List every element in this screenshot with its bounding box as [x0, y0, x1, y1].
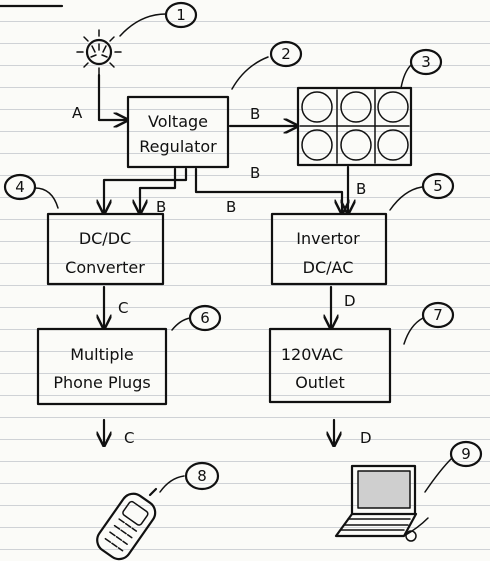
phone-plugs-block: Multiple Phone Plugs: [38, 329, 166, 404]
callout-6-label: 6: [200, 309, 210, 327]
callout-4-label: 4: [15, 178, 25, 196]
wire-label-c-upper: C: [118, 299, 128, 317]
wire-label-b-branch: B: [250, 164, 260, 182]
outlet-block: 120VAC Outlet: [270, 329, 390, 402]
callout-1: 1: [120, 3, 196, 36]
converter-label-line1: DC/DC: [79, 229, 131, 248]
plugs-label-line2: Phone Plugs: [53, 373, 150, 392]
converter-label-line2: Converter: [65, 258, 145, 277]
callout-8-label: 8: [197, 467, 207, 485]
dcdc-converter-block: DC/DC Converter: [48, 214, 163, 284]
regulator-label-line2: Regulator: [139, 137, 217, 156]
wire-label-b-top: B: [250, 105, 260, 123]
callout-5-label: 5: [433, 177, 443, 195]
inverter-label-line1: Invertor: [296, 229, 360, 248]
battery-bank-icon: [298, 88, 411, 165]
wire-label-d-lower: D: [360, 429, 372, 447]
callout-8: 8: [160, 463, 218, 492]
wire-label-b-battery: B: [356, 180, 366, 198]
regulator-label-line1: Voltage: [148, 112, 208, 131]
sun-icon: [77, 30, 121, 74]
laptop-icon: [336, 466, 428, 541]
plugs-label-line1: Multiple: [70, 345, 134, 364]
callout-9: 9: [425, 442, 481, 492]
callout-7-label: 7: [433, 306, 443, 324]
wire-label-d-upper: D: [344, 292, 356, 310]
wire-label-b-lower: B: [226, 198, 236, 216]
callout-5: 5: [390, 174, 453, 210]
callout-4: 4: [5, 175, 58, 208]
wire-label-c-lower: C: [124, 429, 134, 447]
outlet-label-line2: Outlet: [295, 373, 345, 392]
inverter-block: Invertor DC/AC: [272, 214, 386, 284]
outlet-label-line1: 120VAC: [281, 345, 343, 364]
callout-6: 6: [172, 306, 220, 330]
callout-1-label: 1: [176, 6, 186, 24]
callout-3-label: 3: [421, 53, 431, 71]
voltage-regulator-block: Voltage Regulator: [128, 97, 228, 167]
inverter-label-line2: DC/AC: [303, 258, 354, 277]
callout-7: 7: [404, 303, 453, 344]
wire-regulator-to-converter-left: [104, 169, 186, 212]
callout-2-label: 2: [281, 45, 291, 63]
cell-phone-icon: [93, 489, 160, 561]
callout-2: 2: [232, 42, 301, 89]
wire-a-sun-to-regulator: [99, 75, 126, 120]
callout-3: 3: [401, 50, 441, 88]
wire-regulator-to-inverter: [196, 169, 342, 212]
callout-9-label: 9: [461, 445, 471, 463]
wire-label-a: A: [72, 104, 83, 122]
